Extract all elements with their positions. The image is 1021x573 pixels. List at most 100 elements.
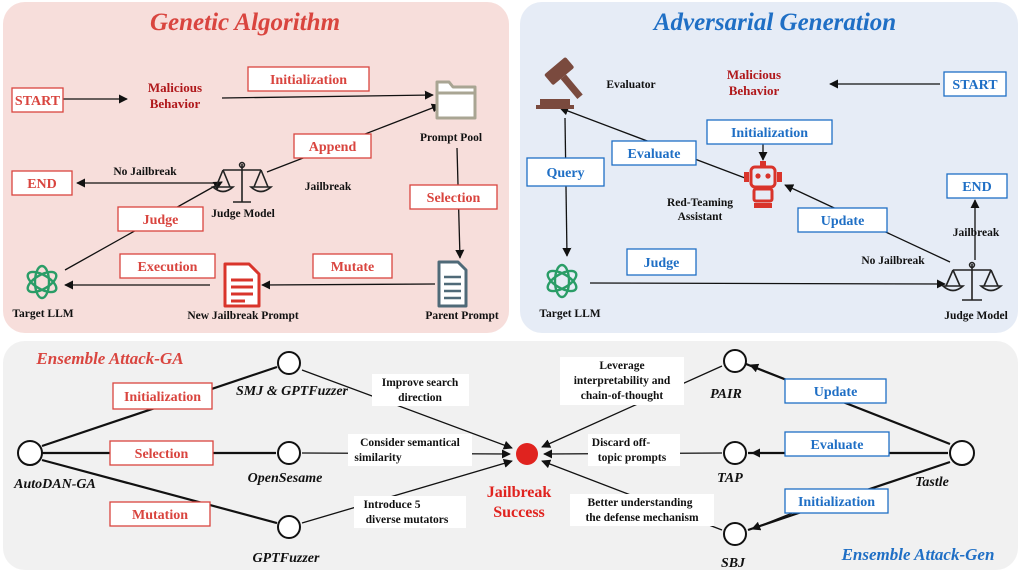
ga-jailbreak-label: Jailbreak (305, 181, 352, 193)
lbl3-line1: Introduce 5 (364, 499, 421, 511)
lbl6-bg (570, 494, 714, 526)
gen-update-box (797, 207, 888, 233)
ga-panel (3, 2, 509, 333)
ga-append-label: Append (309, 140, 357, 155)
gen-judge-box (626, 248, 697, 276)
lbl5-bg (588, 434, 680, 466)
ens-sel-ga-label: Selection (135, 447, 189, 462)
ga-initialization-box (247, 66, 370, 92)
gen-update-label: Update (821, 214, 865, 229)
ga-target-llm-label: Target LLM (12, 308, 73, 320)
ens-init-gen-label: Initialization (798, 495, 875, 510)
tastle-label: Tastle (915, 475, 949, 490)
lbl3-line2: diverse mutators (366, 514, 449, 526)
gen-malicious-line1: Malicious (727, 67, 781, 82)
ga-start-box (11, 87, 64, 113)
ga-start-label: START (15, 94, 61, 109)
tastle-node (949, 440, 975, 466)
gen-start-box (943, 71, 1007, 97)
document-icon (223, 262, 261, 308)
gen-red-team-line2: Assistant (678, 211, 723, 223)
ga-execution-box (119, 253, 216, 279)
ga-selection-label: Selection (427, 191, 481, 206)
gen-title: Adversarial Generation (652, 9, 896, 36)
openai-icon (26, 264, 58, 300)
ga-judge-model-label: Judge Model (211, 208, 275, 220)
autodan-node (17, 440, 43, 466)
gen-query-label: Query (546, 166, 584, 181)
ens-evaluate-box (784, 431, 890, 457)
ens-sel-ga-box (109, 440, 214, 466)
tap-label: TAP (717, 471, 743, 486)
gen-evaluate-box (611, 140, 697, 166)
ens-update-label: Update (814, 385, 858, 400)
ga-end-label: END (27, 177, 57, 192)
sbj-label: SBJ (721, 556, 746, 571)
ga-title: Genetic Algorithm (150, 9, 340, 36)
ens-init-ga-label: Initialization (124, 390, 201, 405)
ga-malicious-line2: Behavior (150, 96, 201, 111)
lbl2-line1: Consider semantical (360, 437, 460, 449)
ga-mutate-label: Mutate (331, 260, 375, 275)
sbj-node (723, 522, 747, 546)
lbl1-line2: direction (398, 392, 442, 404)
ga-initialization-label: Initialization (270, 73, 347, 88)
gen-evaluate-label: Evaluate (628, 147, 681, 162)
opensesame-label: OpenSesame (248, 471, 323, 486)
gen-no-jailbreak-label: No Jailbreak (861, 255, 925, 267)
ga-malicious-line1: Malicious (148, 80, 202, 95)
gptfuzzer-node (277, 515, 301, 539)
lbl3-bg (354, 496, 466, 528)
ens-init-ga-box (112, 382, 213, 410)
gen-end-label: END (962, 180, 992, 195)
success-line1: Jailbreak (487, 484, 552, 501)
success-line2: Success (493, 504, 545, 521)
success-dot (516, 443, 538, 465)
lbl5-line2: topic prompts (598, 452, 667, 464)
ensemble-gen-title: Ensemble Attack-Gen (841, 545, 995, 564)
ga-mutate-box (312, 253, 393, 279)
openai-icon (546, 263, 578, 299)
gen-start-label: START (952, 78, 998, 93)
lbl4-line3: chain-of-thought (581, 390, 664, 402)
parent-document-icon (437, 260, 468, 308)
ensemble-ga-title: Ensemble Attack-GA (35, 349, 183, 368)
ens-mut-ga-box (109, 501, 211, 527)
gen-malicious-line2: Behavior (729, 83, 780, 98)
folder-icon (435, 80, 477, 120)
pair-node (723, 349, 747, 373)
ens-init-gen-box (784, 488, 889, 514)
lbl2-bg (348, 434, 472, 466)
ens-mut-ga-label: Mutation (132, 508, 188, 523)
ga-no-jailbreak-label: No Jailbreak (113, 166, 177, 178)
ga-judge-label: Judge (143, 213, 179, 228)
ga-prompt-pool-label: Prompt Pool (420, 132, 482, 144)
lbl4-bg (560, 357, 684, 405)
tap-node (723, 441, 747, 465)
gen-judge-model-label: Judge Model (944, 310, 1008, 322)
lbl1-line1: Improve search (382, 377, 459, 389)
lbl6-line2: the defense mechanism (585, 512, 698, 524)
ga-judge-box (117, 206, 204, 232)
ga-new-prompt-label: New Jailbreak Prompt (187, 310, 299, 322)
gptfuzzer-label: GPTFuzzer (253, 551, 320, 566)
ga-parent-prompt-label: Parent Prompt (425, 310, 499, 322)
ens-evaluate-label: Evaluate (811, 438, 864, 453)
ens-update-box (784, 378, 887, 404)
gen-jailbreak-label: Jailbreak (953, 227, 1000, 239)
gen-evaluator-label: Evaluator (606, 79, 655, 91)
gen-initialization-box (706, 119, 833, 145)
lbl4-line1: Leverage (599, 360, 644, 372)
gen-query-box (526, 157, 605, 187)
ga-end-box (11, 170, 73, 196)
ga-execution-label: Execution (138, 260, 198, 275)
smj-label: SMJ & GPTFuzzer (236, 384, 349, 399)
gen-end-box (946, 173, 1008, 199)
gen-judge-label: Judge (644, 256, 680, 271)
scales-icon (940, 261, 1004, 301)
lbl5-line1: Discard off- (592, 437, 651, 449)
lbl2-line2: similarity (354, 452, 402, 464)
smj-node (277, 351, 301, 375)
lbl6-line1: Better understanding (588, 497, 693, 509)
